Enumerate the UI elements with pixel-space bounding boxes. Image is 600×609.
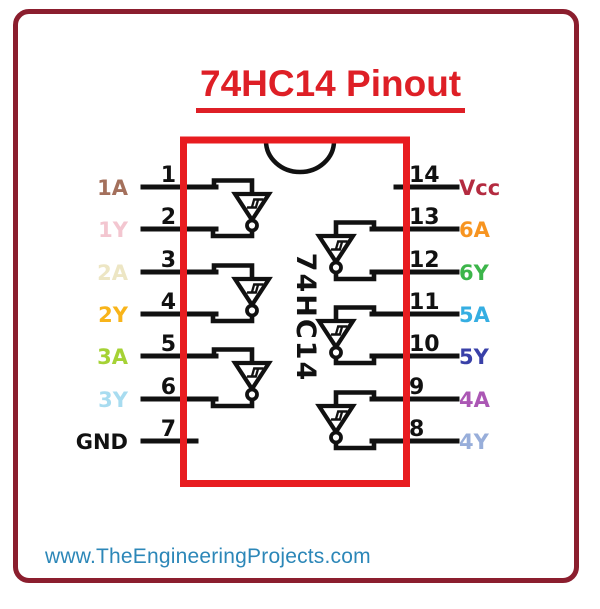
gate-output-wire [333, 353, 377, 366]
pin-label: 4Y [459, 430, 490, 454]
pin-label: 6Y [459, 261, 490, 285]
pin-number: 9 [409, 375, 424, 400]
pin-number: 7 [161, 417, 176, 442]
hysteresis-stroke [246, 368, 260, 378]
website-link: www.TheEngineeringProjects.com [45, 545, 371, 568]
pin-number: 1 [161, 163, 176, 188]
page-title: 74HC14 Pinout [196, 63, 466, 113]
pin-label: 2A [97, 261, 129, 285]
hysteresis-stroke [246, 284, 260, 294]
ic-body [180, 136, 410, 487]
hysteresis-stroke [246, 199, 260, 209]
ic-name: 74HC14 [290, 253, 321, 383]
gate-input-wire [211, 178, 255, 197]
inverter-bubble [245, 303, 259, 318]
inverter-bubble [245, 387, 259, 402]
pin-label: 1Y [98, 218, 129, 242]
hysteresis-icon [246, 283, 264, 294]
ic-notch [263, 140, 337, 175]
pin-label: 3A [97, 345, 129, 369]
pin-number: 10 [409, 332, 440, 357]
hysteresis-stroke [334, 240, 348, 250]
gate-input-wire [211, 263, 255, 282]
pin-label: 5Y [459, 345, 490, 369]
pin-label: 3Y [98, 388, 129, 412]
inverter-bubble [329, 430, 343, 445]
hysteresis-icon [330, 240, 348, 251]
pin-number: 2 [161, 205, 176, 230]
gate-input-wire [211, 347, 255, 366]
hysteresis-icon [330, 410, 348, 421]
hysteresis-stroke [330, 241, 344, 251]
inverter-bubble [329, 345, 343, 360]
pin-number: 3 [161, 248, 176, 273]
inverter-bubble [245, 218, 259, 233]
hysteresis-stroke [250, 367, 264, 377]
pin-label: 2Y [98, 303, 129, 327]
hysteresis-icon [246, 198, 264, 209]
gate-output-wire [333, 438, 377, 451]
hysteresis-icon [330, 325, 348, 336]
inverter-bubble [329, 260, 343, 275]
hysteresis-stroke [334, 410, 348, 420]
pin-label: 4A [459, 388, 491, 412]
pin-number: 13 [409, 205, 440, 230]
pin-label: 1A [97, 176, 129, 200]
hysteresis-stroke [330, 411, 344, 421]
pin-number: 12 [409, 248, 440, 273]
gate-input-wire [333, 305, 377, 324]
hysteresis-stroke [250, 283, 264, 293]
gate-output-wire [210, 311, 255, 324]
gate-output-wire [210, 226, 255, 239]
pin-label: Vcc [459, 176, 500, 200]
pin-number: 5 [161, 332, 176, 357]
pin-label: 5A [459, 303, 491, 327]
hysteresis-stroke [250, 198, 264, 208]
gate-input-wire [333, 220, 377, 239]
gate-input-wire [333, 390, 377, 409]
hysteresis-stroke [334, 325, 348, 335]
pin-label: 6A [459, 218, 491, 242]
hysteresis-stroke [330, 326, 344, 336]
pin-number: 14 [409, 163, 440, 188]
pin-number: 6 [161, 375, 176, 400]
pin-number: 8 [409, 417, 424, 442]
pin-number: 4 [161, 290, 176, 315]
hysteresis-icon [246, 367, 264, 378]
gate-output-wire [333, 269, 377, 282]
gate-output-wire [210, 396, 255, 409]
pin-number: 11 [409, 290, 440, 315]
pin-label: GND [76, 430, 128, 454]
